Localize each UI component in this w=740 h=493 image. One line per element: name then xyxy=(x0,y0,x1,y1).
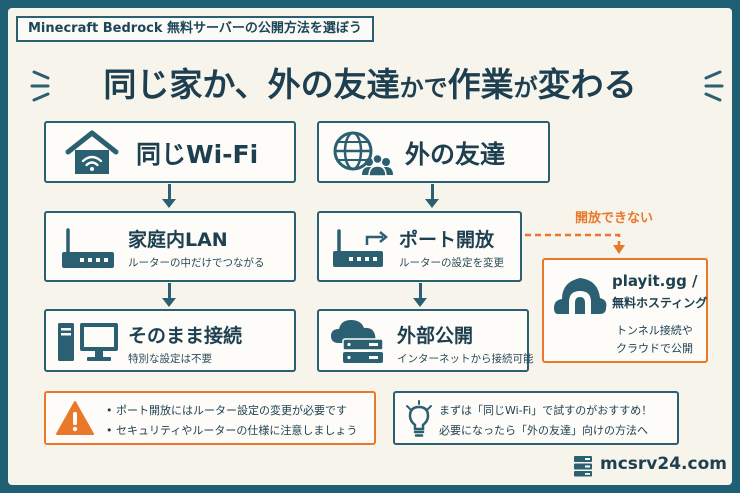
external-public-title: 外部公開 xyxy=(397,325,474,347)
playit-desc-line1: トンネル接続や xyxy=(616,324,693,337)
branch-label: 開放できない xyxy=(575,211,654,226)
tagline-badge: Minecraft Bedrock 無料サーバーの公開方法を選ぼう xyxy=(16,16,374,42)
warning-item-2: • セキュリティやルーターの仕様に注意しましょう xyxy=(106,424,358,437)
headline-part-5: 変わる xyxy=(537,65,637,104)
external-public-box: 外部公開 インターネットから接続可能 xyxy=(317,309,534,372)
tip-line-1: まずは「同じWi-Fi」で試すのがおすすめ！ xyxy=(439,404,653,417)
port-forward-subtitle: ルーターの設定を変更 xyxy=(399,257,504,269)
home-lan-subtitle: ルーターの中だけでつながる xyxy=(128,257,265,269)
direct-connect-title: そのまま接続 xyxy=(128,325,243,347)
warning-item-1: • ポート開放にはルーター設定の変更が必要です xyxy=(106,404,347,417)
arrow-wifi-to-lan xyxy=(162,184,176,208)
warning-item-2-text: セキュリティやルーターの仕様に注意しましょう xyxy=(116,424,358,437)
direct-connect-box: そのまま接続 特別な設定は不要 xyxy=(44,309,296,372)
house-wifi-icon xyxy=(65,130,119,174)
lightbulb-icon xyxy=(406,400,432,437)
desktop-computer-icon xyxy=(58,323,118,361)
same-wifi-box: 同じWi-Fi xyxy=(44,121,296,183)
tunnel-cloud-icon xyxy=(554,278,607,314)
headline-part-3: 作業 xyxy=(447,65,514,104)
warning-item-1-text: ポート開放にはルーター設定の変更が必要です xyxy=(116,404,347,417)
tip-line-2: 必要になったら「外の友達」向けの方法へ xyxy=(439,424,648,437)
outside-friends-title: 外の友達 xyxy=(405,140,506,169)
outside-friends-box: 外の友達 xyxy=(317,121,550,183)
arrow-port-to-public xyxy=(413,283,427,307)
footer-site[interactable]: mcsrv24.com xyxy=(600,454,727,474)
playit-title-line2: 無料ホスティング xyxy=(612,296,708,310)
burst-left-icon xyxy=(30,70,50,102)
port-forward-box: ポート開放 ルーターの設定を変更 xyxy=(317,211,522,282)
playit-desc-line2: クラウドで公開 xyxy=(616,342,693,355)
same-wifi-title: 同じWi-Fi xyxy=(136,140,259,169)
headline-part-2: かで xyxy=(399,74,448,102)
router-icon xyxy=(62,228,114,268)
burst-right-icon xyxy=(704,70,724,102)
dashed-branch-arrow xyxy=(525,233,625,254)
router-arrow-icon xyxy=(333,229,388,267)
tip-box: まずは「同じWi-Fi」で試すのがおすすめ！ 必要になったら「外の友達」向けの方… xyxy=(393,391,679,445)
globe-people-icon xyxy=(333,131,393,177)
headline-part-4: が xyxy=(513,74,538,102)
headline: 同じ家か、外の友達かで作業が変わる xyxy=(0,58,740,106)
warning-icon xyxy=(56,401,94,435)
home-lan-title: 家庭内LAN xyxy=(128,229,228,251)
home-lan-box: 家庭内LAN ルーターの中だけでつながる xyxy=(44,211,296,282)
external-public-subtitle: インターネットから接続可能 xyxy=(397,353,534,365)
arrow-lan-to-connect xyxy=(162,283,176,307)
playit-title-line1: playit.gg / xyxy=(612,272,698,290)
arrow-friends-to-port xyxy=(425,184,439,208)
cloud-server-icon xyxy=(331,320,384,363)
port-forward-title: ポート開放 xyxy=(399,229,495,251)
warning-box: • ポート開放にはルーター設定の変更が必要です • セキュリティやルーターの仕様… xyxy=(44,391,376,445)
headline-part-1: 同じ家か、外の友達 xyxy=(103,65,400,104)
server-stack-icon xyxy=(574,456,592,477)
playit-hosting-box: playit.gg / 無料ホスティング トンネル接続や クラウドで公開 xyxy=(542,258,708,363)
direct-connect-subtitle: 特別な設定は不要 xyxy=(128,353,212,365)
